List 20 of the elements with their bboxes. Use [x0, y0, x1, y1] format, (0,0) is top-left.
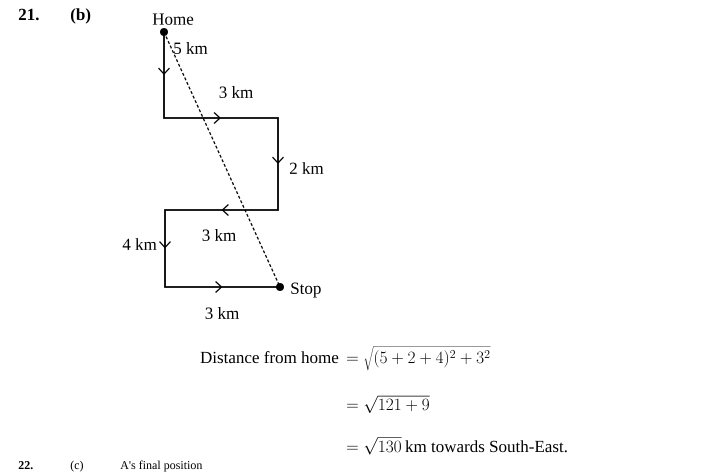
formula-text: Distance from home	[200, 351, 338, 364]
distance-label: 2 km	[290, 162, 324, 174]
distance-label: 4 km	[122, 238, 157, 250]
formula: $= \sqrt{121+9}$	[347, 396, 430, 414]
option-label: (b)	[70, 8, 90, 24]
dot	[276, 283, 284, 291]
place-label: Stop	[291, 282, 321, 298]
formula-text: km towards South-East.	[405, 440, 567, 452]
dot	[160, 28, 168, 36]
option-label: (c)	[70, 460, 83, 472]
formula: $= \sqrt{(5+2+4)^{2}+3^{2}}$	[347, 346, 490, 370]
question-text: A's final position	[120, 460, 202, 472]
distance-label: 3 km	[206, 307, 239, 319]
distance-label: 5 km	[174, 42, 208, 54]
place-label: Home	[152, 14, 194, 25]
distance-label: 3 km	[220, 86, 253, 98]
question-number: 21.	[18, 8, 39, 20]
question-number: 22.	[18, 461, 33, 470]
distance-label: 3 km	[202, 229, 236, 241]
formula: $= \sqrt{130}$	[347, 437, 402, 454]
